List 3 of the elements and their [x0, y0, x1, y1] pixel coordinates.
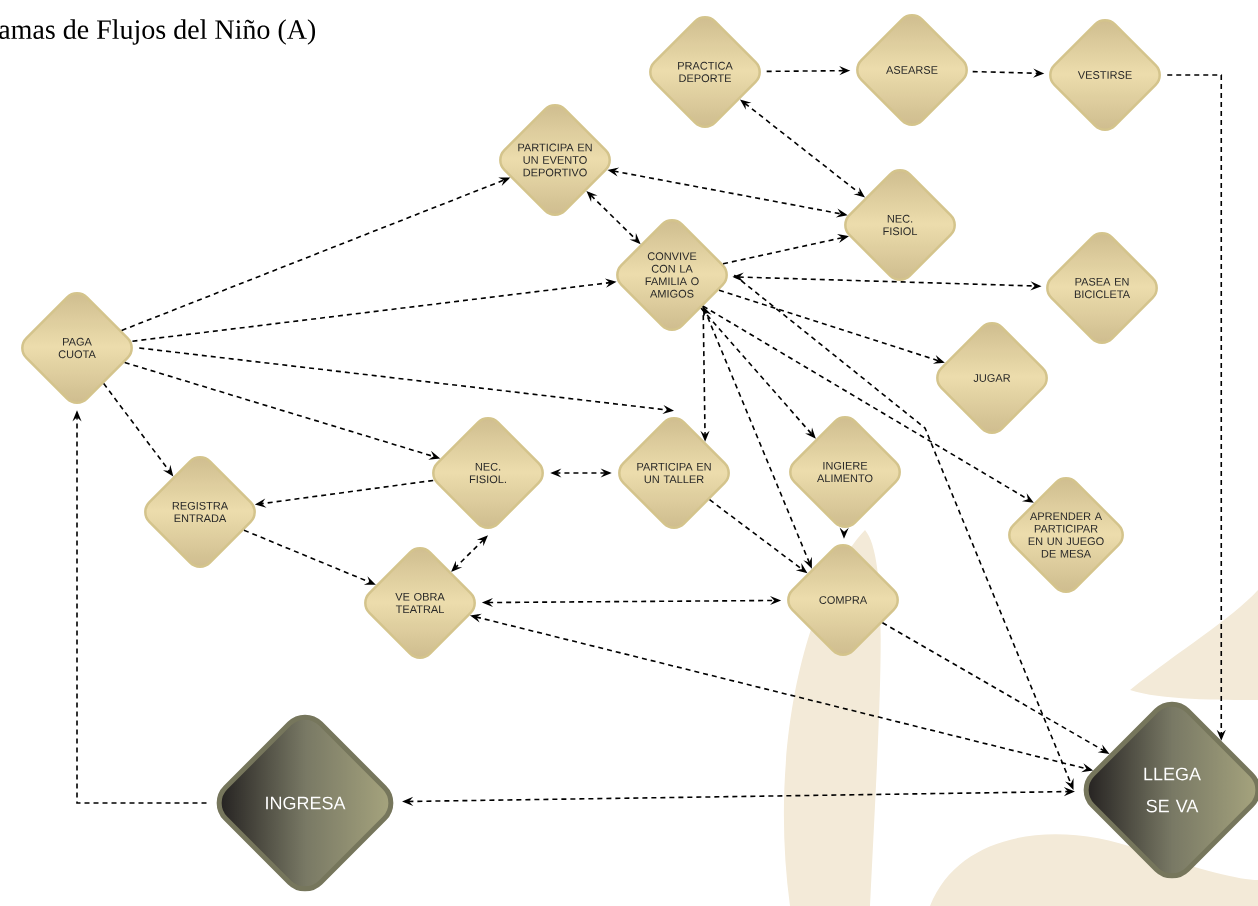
arrow	[451, 535, 488, 572]
title: amas de Flujos del Niño (A)	[0, 19, 316, 45]
arrow	[700, 307, 816, 439]
